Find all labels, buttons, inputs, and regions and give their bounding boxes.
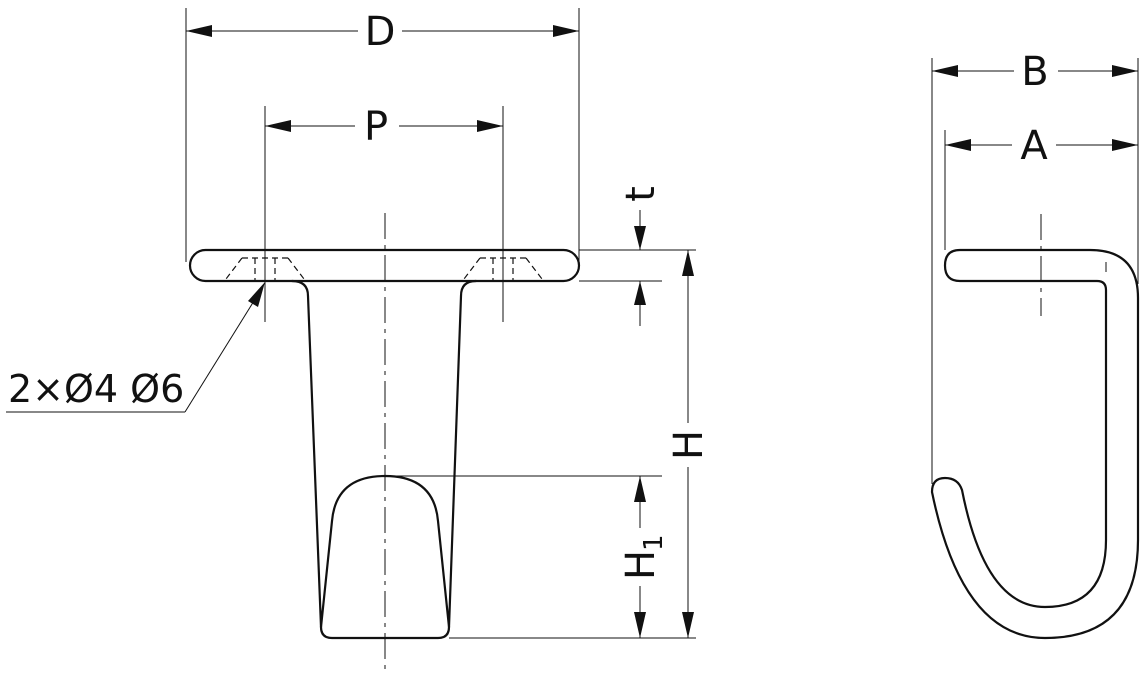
hole-callout-arrowhead xyxy=(248,282,265,307)
flange-plate xyxy=(188,248,581,283)
dimension-h1-label: H 1 xyxy=(618,534,669,580)
dimension-t: t xyxy=(618,186,664,326)
dimension-a: A xyxy=(945,122,1138,169)
dimension-b: B xyxy=(932,48,1138,95)
dimension-p-label: P xyxy=(364,104,388,150)
dimension-h: H xyxy=(666,250,712,638)
hook-profile xyxy=(930,248,1140,640)
side-view: B A xyxy=(930,48,1140,640)
dimension-d: D xyxy=(186,8,579,55)
hole-callout-label: 2×Ø4 Ø6 xyxy=(8,367,184,411)
dimension-h1: H 1 xyxy=(618,476,669,638)
countersunk-hole-left xyxy=(225,249,305,280)
front-view: D P xyxy=(6,8,712,674)
hook-stem xyxy=(290,279,478,640)
dimension-b-label: B xyxy=(1021,49,1048,95)
hole-callout: 2×Ø4 Ø6 xyxy=(6,282,265,413)
dimension-p: P xyxy=(265,103,503,150)
dimension-h-label: H xyxy=(666,430,712,460)
dimension-h1-subscript: 1 xyxy=(639,534,669,551)
countersunk-hole-right xyxy=(463,249,543,280)
dimension-a-label: A xyxy=(1020,123,1048,169)
dimension-t-label: t xyxy=(618,186,664,202)
dimension-d-label: D xyxy=(365,9,396,55)
dimension-h1-main: H xyxy=(618,550,664,580)
